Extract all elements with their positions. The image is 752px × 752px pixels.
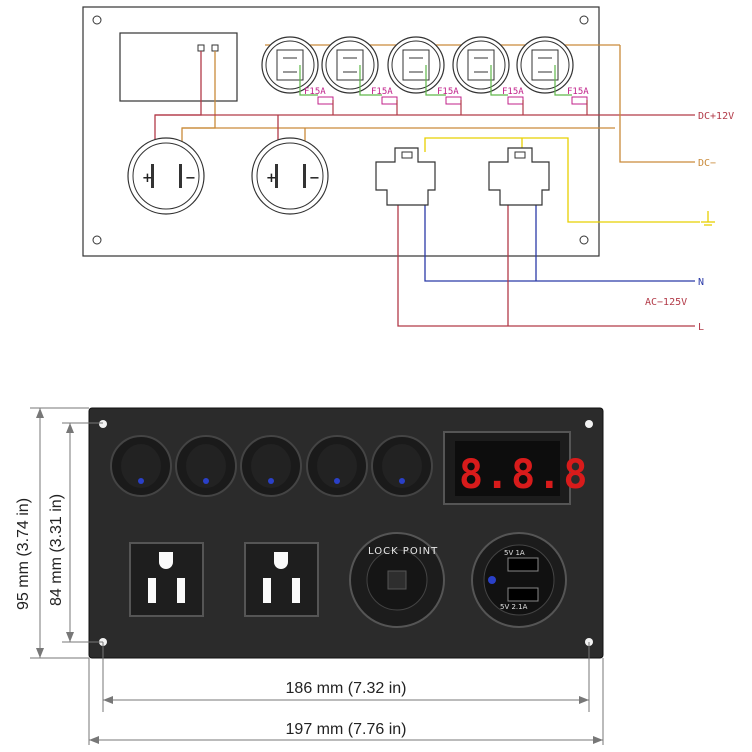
voltmeter-terminal (197, 44, 205, 52)
fuse-label: F15A (502, 87, 524, 97)
rocker-switch-2 (321, 36, 382, 96)
fuse-label: F15A (437, 87, 459, 97)
dim-width-inner: 186 mm (7.32 in) (286, 680, 407, 697)
usb-top-label: 5V 1A (504, 549, 525, 557)
rocker-switch (371, 435, 433, 497)
socket-12v-1: + − (127, 137, 205, 215)
dim-width-outer: 197 mm (7.76 in) (286, 721, 407, 738)
ac-outlet-symbol-1 (375, 147, 436, 206)
socket-minus: − (309, 171, 320, 186)
rocker-switch (175, 435, 237, 497)
mount-hole (99, 420, 107, 428)
fuse-label: F15A (567, 87, 589, 97)
rocker-switch (110, 435, 172, 497)
fuse (571, 96, 588, 105)
rocker-switch-3 (387, 36, 446, 96)
switch-row (261, 36, 574, 96)
socket-plus: + (266, 171, 277, 186)
mount-hole (92, 15, 102, 25)
usb-charger: 5V 1A 5V 2.1A (471, 532, 567, 628)
voltmeter-display: 8.8.8 (443, 431, 589, 505)
rocker-switch (240, 435, 302, 497)
label-ac-voltage: AC−125V (645, 297, 687, 308)
label-dc-positive: DC+12V (698, 111, 734, 122)
usb-bottom-label: 5V 2.1A (500, 603, 528, 611)
wire-ground (424, 137, 700, 223)
label-neutral: N (698, 277, 704, 288)
mount-hole (579, 15, 589, 25)
mount-hole (579, 235, 589, 245)
voltmeter-terminal (211, 44, 219, 52)
rocker-switch-1 (261, 36, 319, 96)
fuse (381, 96, 398, 105)
lighter-ring-text: LOCK POINT (368, 546, 438, 557)
fuse-label: F15A (304, 87, 326, 97)
lighter-socket: LOCK POINT (349, 532, 445, 628)
voltmeter-outline (119, 32, 238, 102)
fuse (507, 96, 524, 105)
dim-height-inner: 84 mm (3.31 in) (48, 494, 65, 606)
voltmeter-reading: 8.8.8 (459, 452, 589, 498)
wire-dc-neg-out (619, 45, 695, 163)
fuse (317, 96, 334, 105)
ac-outlet (244, 542, 319, 617)
mount-hole (92, 235, 102, 245)
usb-led (488, 576, 496, 584)
fuse-label: F15A (371, 87, 393, 97)
wire-ac-neutral (424, 195, 695, 282)
dim-height-outer: 95 mm (3.74 in) (15, 498, 32, 610)
fuse (445, 96, 462, 105)
rocker-switch (306, 435, 368, 497)
mount-hole (585, 420, 593, 428)
ac-outlet (129, 542, 204, 617)
wiring-schematic: DC+12V DC− N AC−125V L (82, 6, 734, 333)
rocker-switch-4 (452, 36, 510, 96)
socket-12v-2: + − (251, 137, 329, 215)
socket-minus: − (185, 171, 196, 186)
label-line: L (698, 322, 704, 333)
rocker-switch-5 (516, 36, 574, 96)
panel-render: 8.8.8 LOCK POINT 5V 1A (15, 407, 604, 745)
ac-outlet-symbol-2 (488, 147, 550, 206)
fuse-row: F15A F15A F15A F15A F15A (304, 87, 589, 115)
dimension-arrows (36, 408, 603, 744)
wire-ac-line (397, 195, 695, 327)
socket-plus: + (142, 171, 153, 186)
dimension-lines (30, 407, 604, 745)
label-dc-negative: DC− (698, 158, 716, 169)
